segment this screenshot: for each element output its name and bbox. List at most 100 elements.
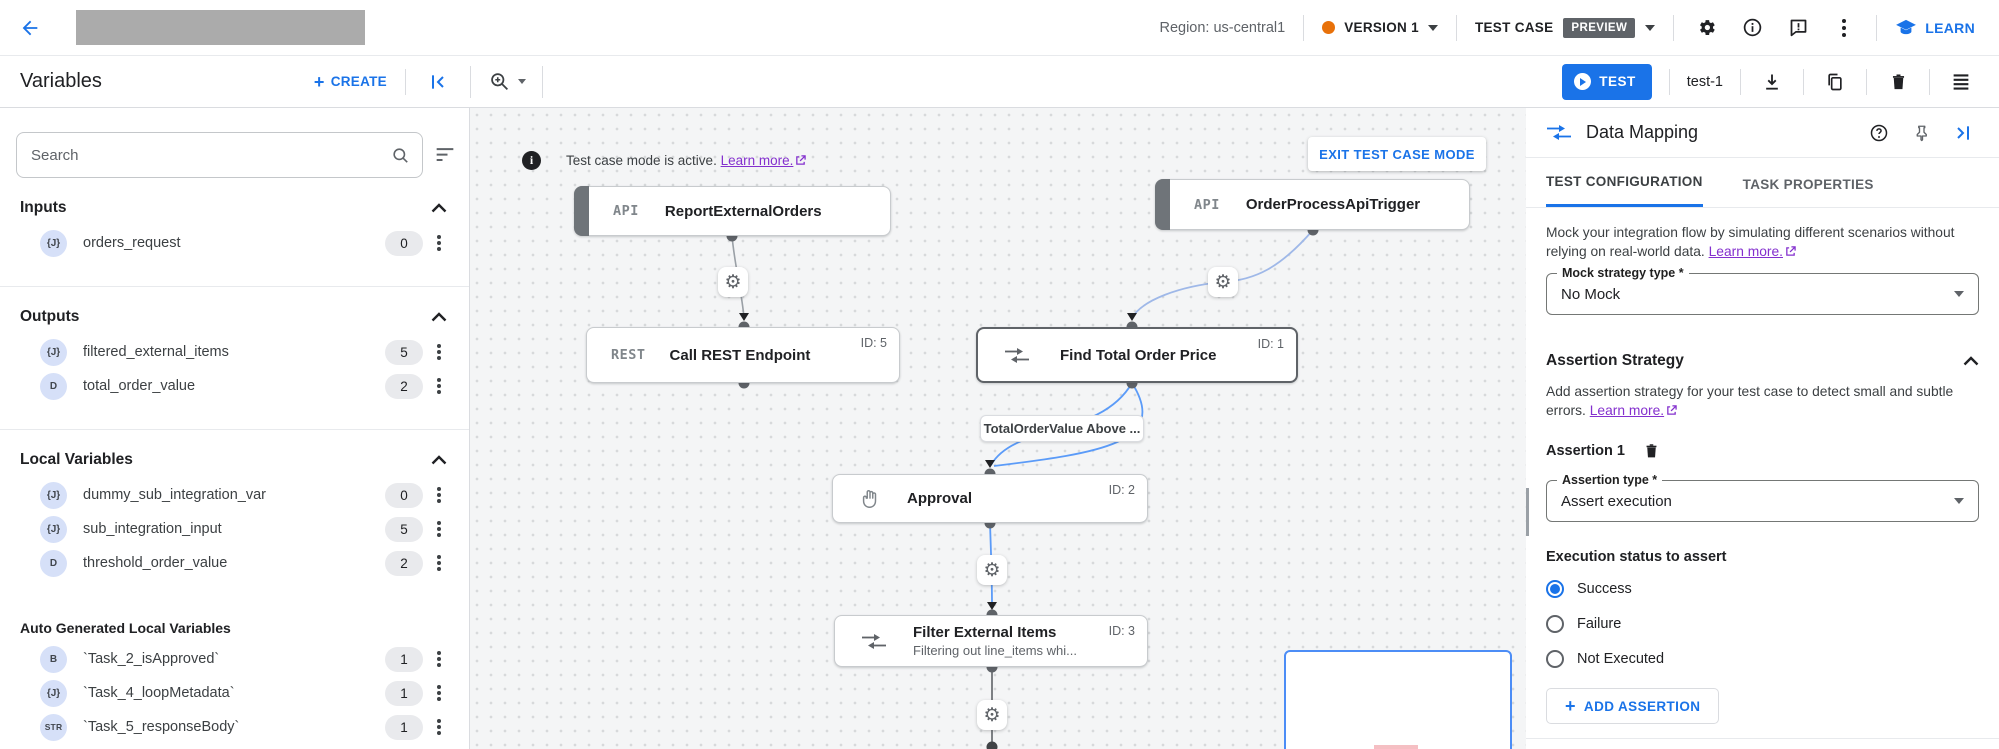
node-order-process-api-trigger[interactable]: API OrderProcessApiTrigger <box>1155 179 1470 230</box>
json-type-icon: {J} <box>40 229 67 257</box>
variable-row[interactable]: {J} dummy_sub_integration_var 0 <box>0 478 469 512</box>
usage-count-badge: 5 <box>385 339 423 365</box>
search-box[interactable] <box>16 132 423 178</box>
variable-row[interactable]: {J} orders_request 0 <box>0 226 469 260</box>
zoom-control[interactable] <box>489 71 526 92</box>
test-button[interactable]: TEST <box>1562 63 1652 100</box>
copy-icon[interactable] <box>1821 68 1849 96</box>
usage-count-badge: 5 <box>385 516 423 542</box>
banner-learn-more-link[interactable]: Learn more. <box>720 153 794 168</box>
pin-icon[interactable] <box>1907 119 1935 147</box>
section-title: Inputs <box>20 199 67 216</box>
chevron-up-icon[interactable] <box>431 312 447 322</box>
collapse-panel-icon[interactable] <box>1949 119 1977 147</box>
assertion-strategy-title: Assertion Strategy <box>1546 352 1684 369</box>
panel-scrollbar[interactable] <box>1526 488 1529 536</box>
version-selector[interactable]: VERSION 1 <box>1322 20 1438 35</box>
integration-canvas[interactable]: i Test case mode is active. Learn more. … <box>470 108 1526 749</box>
settings-gear-icon[interactable] <box>1692 14 1720 42</box>
row-menu-icon[interactable] <box>437 561 441 565</box>
chevron-up-icon[interactable] <box>431 203 447 213</box>
info-icon[interactable] <box>1738 14 1766 42</box>
section-title: Outputs <box>20 308 80 325</box>
radio-success[interactable]: Success <box>1546 578 1979 600</box>
mock-strategy-select[interactable]: Mock strategy type * No Mock <box>1546 266 1979 315</box>
node-approval[interactable]: Approval ID: 2 <box>832 474 1148 523</box>
row-menu-icon[interactable] <box>437 241 441 245</box>
divider <box>1455 14 1457 41</box>
download-icon[interactable] <box>1758 68 1786 96</box>
radio-label: Not Executed <box>1577 651 1665 667</box>
json-type-icon: {J} <box>40 679 67 707</box>
test-case-name[interactable]: test-1 <box>1686 73 1723 90</box>
row-menu-icon[interactable] <box>437 691 441 695</box>
row-menu-icon[interactable] <box>437 725 441 729</box>
data-mapping-icon <box>1005 347 1029 363</box>
search-input[interactable] <box>31 146 391 164</box>
edge-condition-label[interactable]: TotalOrderValue Above ... <box>980 415 1144 442</box>
edge-gear-icon[interactable]: ⚙ <box>718 267 748 297</box>
help-icon[interactable] <box>1865 119 1893 147</box>
collapse-sidebar-icon[interactable] <box>424 68 452 96</box>
radio-not-executed[interactable]: Not Executed <box>1546 648 1979 670</box>
test-case-selector[interactable]: TEST CASE PREVIEW <box>1475 17 1656 38</box>
add-assertion-button[interactable]: + ADD ASSERTION <box>1546 688 1720 724</box>
variables-toolbar: Variables + CREATE TEST test-1 <box>0 56 1999 108</box>
top-bar: Region: us-central1 VERSION 1 TEST CASE … <box>0 0 1999 56</box>
delete-icon[interactable] <box>1884 68 1912 96</box>
variable-row[interactable]: B `Task_2_isApproved` 1 <box>0 642 469 676</box>
assertion-learn-more-link[interactable]: Learn more. <box>1589 403 1665 418</box>
feedback-icon[interactable] <box>1784 14 1812 42</box>
tab-task-properties[interactable]: TASK PROPERTIES <box>1742 177 1874 192</box>
tab-test-configuration[interactable]: TEST CONFIGURATION <box>1546 174 1703 207</box>
divider <box>1876 14 1878 41</box>
info-icon: i <box>522 151 541 170</box>
assertion-type-value: Assert execution <box>1561 492 1672 510</box>
variable-row[interactable]: {J} `Task_4_loopMetadata` 1 <box>0 676 469 710</box>
variable-name: threshold_order_value <box>83 555 228 571</box>
node-report-external-orders[interactable]: API ReportExternalOrders <box>574 186 891 236</box>
chevron-up-icon[interactable] <box>1963 356 1979 366</box>
create-variable-button[interactable]: + CREATE <box>314 73 387 91</box>
variable-row[interactable]: {J} filtered_external_items 5 <box>0 335 469 369</box>
variable-row[interactable]: D total_order_value 2 <box>0 369 469 403</box>
radio-failure[interactable]: Failure <box>1546 613 1979 635</box>
add-assertion-label: ADD ASSERTION <box>1583 698 1701 714</box>
double-type-icon: D <box>40 372 67 400</box>
variable-row[interactable]: D threshold_order_value 2 <box>0 546 469 580</box>
row-menu-icon[interactable] <box>437 493 441 497</box>
edge-gear-icon[interactable]: ⚙ <box>977 700 1007 730</box>
zoom-icon <box>491 73 508 90</box>
edge-gear-icon[interactable]: ⚙ <box>1208 267 1238 297</box>
assertion-type-select[interactable]: Assertion type * Assert execution <box>1546 473 1979 522</box>
node-filter-external-items[interactable]: Filter External Items Filtering out line… <box>834 615 1148 667</box>
delete-assertion-icon[interactable] <box>1641 440 1663 462</box>
more-menu-icon[interactable] <box>1830 14 1858 42</box>
row-menu-icon[interactable] <box>437 350 441 354</box>
divider <box>1673 14 1675 41</box>
row-menu-icon[interactable] <box>437 527 441 531</box>
variable-row[interactable]: {J} sub_integration_input 5 <box>0 512 469 546</box>
row-menu-icon[interactable] <box>437 384 441 388</box>
mock-learn-more-link[interactable]: Learn more. <box>1708 244 1783 259</box>
test-label: TEST <box>1599 74 1636 89</box>
variables-sidebar: Inputs {J} orders_request 0 Outputs {J} … <box>0 108 470 749</box>
sort-icon[interactable] <box>435 147 455 163</box>
variable-row[interactable]: STR `Task_5_responseBody` 1 <box>0 710 469 744</box>
panel-title: Data Mapping <box>1586 122 1699 142</box>
learn-button[interactable]: LEARN <box>1895 19 1975 37</box>
exit-test-case-mode-button[interactable]: EXIT TEST CASE MODE <box>1308 137 1486 171</box>
node-find-total-order-price[interactable]: Find Total Order Price ID: 1 <box>976 327 1298 383</box>
row-menu-icon[interactable] <box>437 657 441 661</box>
divider <box>1740 68 1741 95</box>
back-arrow-icon[interactable] <box>16 14 44 42</box>
log-list-icon[interactable] <box>1947 68 1975 96</box>
variable-name: orders_request <box>83 235 181 251</box>
radio-button-icon <box>1546 580 1564 598</box>
external-link-icon <box>1666 405 1677 416</box>
node-call-rest-endpoint[interactable]: REST Call REST Endpoint ID: 5 <box>586 327 900 383</box>
edge-gear-icon[interactable]: ⚙ <box>977 555 1007 585</box>
version-label: VERSION 1 <box>1344 20 1419 35</box>
chevron-down-icon <box>1427 24 1438 31</box>
chevron-up-icon[interactable] <box>431 455 447 465</box>
